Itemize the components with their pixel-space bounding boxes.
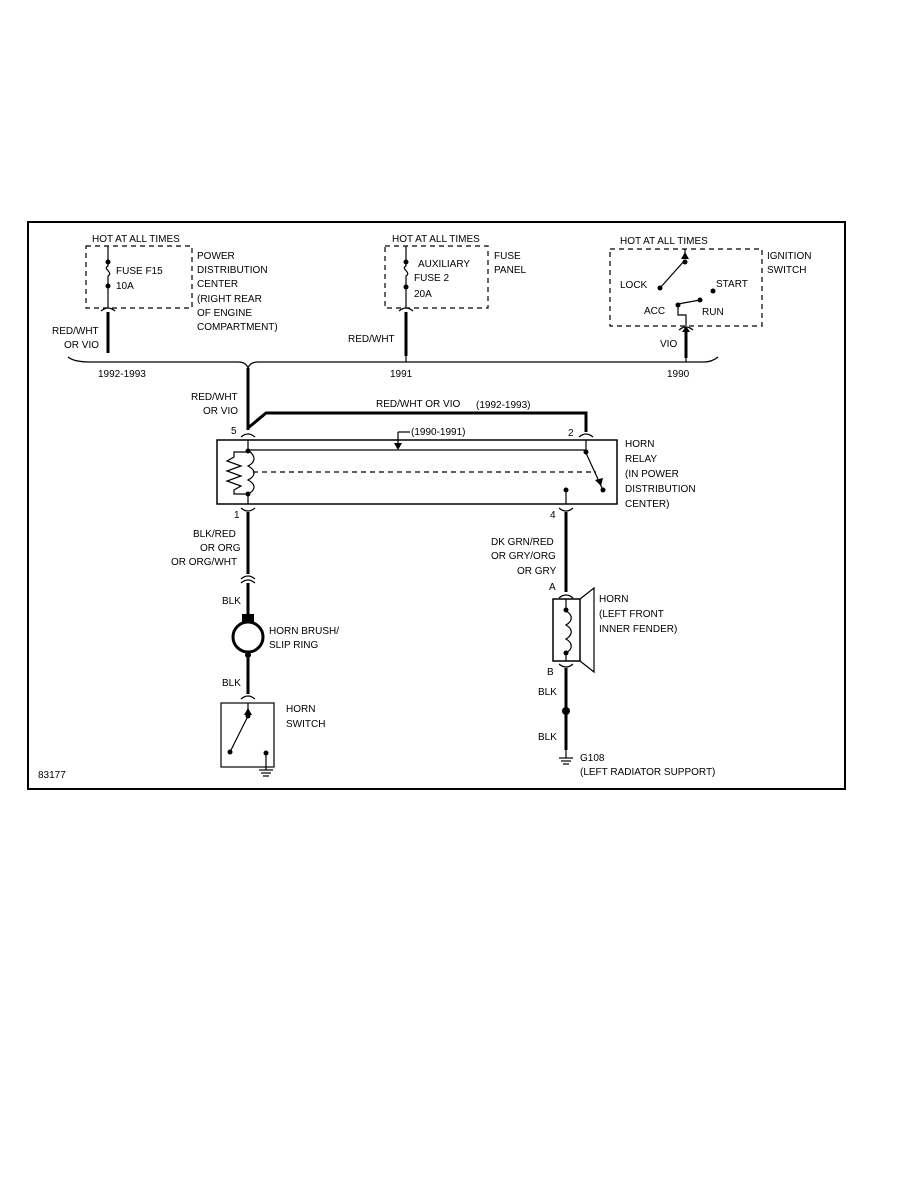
horn-relay-box (216, 439, 618, 505)
ignition-acc-contact (677, 299, 701, 305)
year-1992-1993-label: 1992-1993 (98, 369, 146, 380)
left-connector-1-icon (240, 575, 256, 580)
pdc-wire-color-2: OR VIO (64, 340, 99, 351)
ignition-wire-color: VIO (660, 339, 677, 350)
relay-pin-1: 1 (234, 510, 240, 521)
ground-label-1: G108 (580, 753, 605, 764)
horn-switch-label-2: SWITCH (286, 719, 325, 730)
left-wire3-label: BLK (222, 678, 241, 689)
fuse-panel-connector-icon (398, 307, 414, 312)
right-wire2-label: BLK (538, 687, 557, 698)
left-connector-2-icon (240, 695, 256, 700)
ground-label-2: (LEFT RADIATOR SUPPORT) (580, 767, 715, 778)
left-wire2-label: BLK (222, 596, 241, 607)
relay-pin-2: 2 (568, 428, 574, 439)
left-wire1-line-2: OR ORG (200, 543, 241, 554)
fuse-panel-source: HOT AT ALL TIMES AUXILIARY FUSE 2 20A FU… (348, 234, 526, 380)
aux-fuse-name-1: AUXILIARY (418, 259, 470, 270)
relay-feed-wire-1: RED/WHT (191, 392, 238, 403)
pdc-location-5: OF ENGINE (197, 308, 252, 319)
year-1991-label: 1991 (390, 369, 413, 380)
horn-label-1: HORN (599, 594, 628, 605)
aux-fuse-2-icon (403, 262, 409, 287)
right-wire3-label: BLK (538, 732, 557, 743)
relay-top-wire-years: (1992-1993) (476, 400, 530, 411)
relay-bus-years: (1990-1991) (411, 427, 465, 438)
ignition-switch-source: HOT AT ALL TIMES LOCK START ACC RUN IGNI… (609, 236, 811, 380)
pdc-connector-icon (100, 307, 116, 312)
horn-pin-b: B (547, 667, 554, 678)
pdc-fuse-source: HOT AT ALL TIMES FUSE F15 10A POWER DIST… (52, 234, 278, 380)
fuse-panel-wire-color: RED/WHT (348, 334, 395, 345)
right-wire1-line-3: OR GRY (517, 566, 557, 577)
relay-top-wire-label: RED/WHT OR VIO (376, 399, 460, 410)
ignition-acc-label: ACC (644, 306, 665, 317)
ignition-switch-box (609, 248, 763, 327)
horn-coil-icon (564, 610, 572, 654)
relay-coil-icon (225, 451, 248, 495)
pdc-location-1: POWER (197, 251, 235, 262)
fuse-f15-icon (105, 262, 111, 286)
g108-ground-icon (559, 750, 573, 765)
right-wire1-line-2: OR GRY/ORG (491, 551, 556, 562)
ignition-start-label: START (716, 279, 748, 290)
horn-pin-a: A (549, 582, 556, 593)
relay-feed-wire-2: OR VIO (203, 406, 238, 417)
relay-pin-4: 4 (550, 510, 556, 521)
horn-label-2: (LEFT FRONT (599, 609, 664, 620)
pdc-location-2: DISTRIBUTION (197, 265, 268, 276)
horn-switch-contact (229, 715, 249, 753)
horn-relay: (1990-1991) HORN RELAY (IN POWER DISTRIB… (216, 427, 696, 510)
fuse-panel-box (384, 245, 489, 309)
aux-fuse-rating: 20A (414, 289, 432, 300)
year-selector-brace (67, 356, 719, 370)
horn-branch: DK GRN/RED OR GRY/ORG OR GRY A HORN (LEF… (491, 512, 715, 778)
relay-pin-5: 5 (231, 426, 237, 437)
ignition-hot-label: HOT AT ALL TIMES (620, 236, 708, 247)
fuse-panel-location-2: PANEL (494, 265, 526, 276)
ignition-lock-label: LOCK (620, 280, 648, 291)
fuse-f15-rating: 10A (116, 281, 134, 292)
horn-brush-slip-ring (231, 620, 265, 654)
relay-label-5: CENTER) (625, 499, 669, 510)
relay-label-3: (IN POWER (625, 469, 679, 480)
ignition-location-2: SWITCH (767, 265, 806, 276)
pdc-location-3: CENTER (197, 279, 238, 290)
pdc-location-6: COMPARTMENT) (197, 322, 278, 333)
horn-switch-ground-icon (259, 767, 273, 777)
horn-bell-icon (579, 586, 595, 674)
horn-switch-branch: BLK/RED OR ORG OR ORG/WHT BLK HORN BRUSH… (171, 512, 339, 777)
slip-ring-label-2: SLIP RING (269, 640, 318, 651)
horn-label-3: INNER FENDER) (599, 624, 677, 635)
relay-label-1: HORN (625, 439, 654, 450)
pdc-hot-label: HOT AT ALL TIMES (92, 234, 180, 245)
diagram-frame (27, 221, 846, 790)
slip-ring-label-1: HORN BRUSH/ (269, 626, 339, 637)
fuse-panel-hot-label: HOT AT ALL TIMES (392, 234, 480, 245)
pdc-wire-color-1: RED/WHT (52, 326, 99, 337)
right-wire1-line-1: DK GRN/RED (491, 537, 554, 548)
ignition-top-arrow-icon (681, 252, 689, 259)
fuse-f15-name: FUSE F15 (116, 266, 163, 277)
ignition-lock-contact (659, 259, 686, 289)
fuse-panel-location-1: FUSE (494, 251, 521, 262)
diagram-id: 83177 (38, 770, 66, 781)
pdc-fuse-box (85, 245, 193, 309)
year-1990-label: 1990 (667, 369, 690, 380)
ignition-location-1: IGNITION (767, 251, 811, 262)
aux-fuse-name-2: FUSE 2 (414, 273, 449, 284)
relay-label-4: DISTRIBUTION (625, 484, 696, 495)
left-wire1-line-3: OR ORG/WHT (171, 557, 237, 568)
pdc-location-4: (RIGHT REAR (197, 294, 262, 305)
bus-arrow-icon (394, 443, 402, 450)
relay-label-2: RELAY (625, 454, 657, 465)
ignition-run-label: RUN (702, 307, 724, 318)
horn-switch-label-1: HORN (286, 704, 315, 715)
relay-top-wire (247, 411, 588, 432)
left-wire1-line-1: BLK/RED (193, 529, 236, 540)
